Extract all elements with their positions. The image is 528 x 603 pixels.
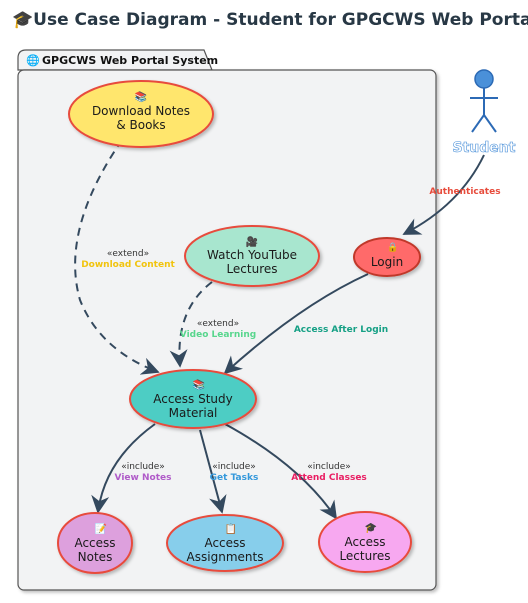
graduation-cap-icon: 🎓 — [365, 522, 377, 534]
usecase-access-assignments[interactable]: 📋 Access Assignments — [166, 514, 284, 572]
usecase-access-study-material[interactable]: 📚 Access Study Material — [129, 369, 257, 429]
include-classes-stereotype: «include» — [307, 462, 351, 472]
relation-extend-download: «extend» Download Content — [74, 139, 175, 375]
system-boundary: 🌐 GPGCWS Web Portal System — [17, 49, 437, 591]
access-after-login-label: Access After Login — [294, 325, 388, 335]
relation-authenticates: Authenticates — [402, 154, 501, 235]
usecase-label: Notes — [78, 550, 113, 564]
usecase-access-lectures[interactable]: 🎓 Access Lectures — [318, 511, 412, 573]
usecase-watch-youtube-lectures[interactable]: 🎥 Watch YouTube Lectures — [184, 225, 320, 287]
include-classes-label: Attend Classes — [291, 473, 367, 483]
globe-icon: 🌐 — [26, 54, 40, 67]
usecase-label: Access — [74, 536, 115, 550]
relation-extend-video: «extend» Video Learning — [169, 281, 256, 368]
usecase-label: Login — [371, 255, 403, 269]
usecase-label: Lectures — [339, 549, 390, 563]
include-notes-label: View Notes — [115, 473, 172, 483]
authenticates-label: Authenticates — [429, 187, 500, 197]
usecase-label: Material — [169, 406, 218, 420]
graduation-cap-icon: 🎓 — [12, 10, 34, 30]
memo-icon: 📝 — [95, 522, 107, 535]
book-icon: 📚 — [135, 91, 147, 103]
include-tasks-label: Get Tasks — [210, 473, 259, 483]
usecase-label: Access Study — [153, 392, 233, 406]
usecase-download-notes-books[interactable]: 📚 Download Notes & Books — [68, 80, 214, 148]
extend-download-stereotype: «extend» — [107, 249, 149, 259]
include-tasks-stereotype: «include» — [212, 462, 256, 472]
usecase-label: Watch YouTube — [207, 248, 297, 262]
lock-icon: 🔒 — [387, 242, 398, 253]
usecase-access-notes[interactable]: 📝 Access Notes — [57, 512, 133, 574]
clipboard-icon: 📋 — [225, 522, 237, 535]
usecase-label: Lectures — [226, 262, 277, 276]
usecase-label: & Books — [116, 118, 165, 132]
include-notes-stereotype: «include» — [121, 462, 165, 472]
relation-include-tasks: «include» Get Tasks — [199, 429, 259, 514]
usecase-label: Download Notes — [92, 104, 190, 118]
diagram-title: 🎓Use Case Diagram - Student for GPGCWS W… — [12, 10, 528, 30]
relation-access-after-login: Access After Login — [223, 273, 388, 375]
extend-download-label: Download Content — [81, 260, 175, 270]
actor-label: Student — [453, 140, 516, 156]
usecase-label: Access — [344, 535, 385, 549]
relation-include-notes: «include» View Notes — [91, 423, 172, 514]
actor-student[interactable]: Student — [452, 69, 516, 156]
extend-video-label: Video Learning — [180, 330, 256, 340]
diagram-title-text: Use Case Diagram - Student for GPGCWS We… — [33, 10, 528, 30]
extend-video-stereotype: «extend» — [197, 319, 239, 329]
video-camera-icon: 🎥 — [246, 235, 258, 248]
system-label: GPGCWS Web Portal System — [42, 54, 218, 67]
usecase-label: Assignments — [187, 550, 264, 564]
usecase-label: Access — [204, 536, 245, 550]
relation-include-classes: «include» Attend Classes — [224, 423, 367, 520]
usecase-login[interactable]: 🔒 Login — [353, 237, 421, 277]
books-icon: 📚 — [193, 379, 205, 391]
